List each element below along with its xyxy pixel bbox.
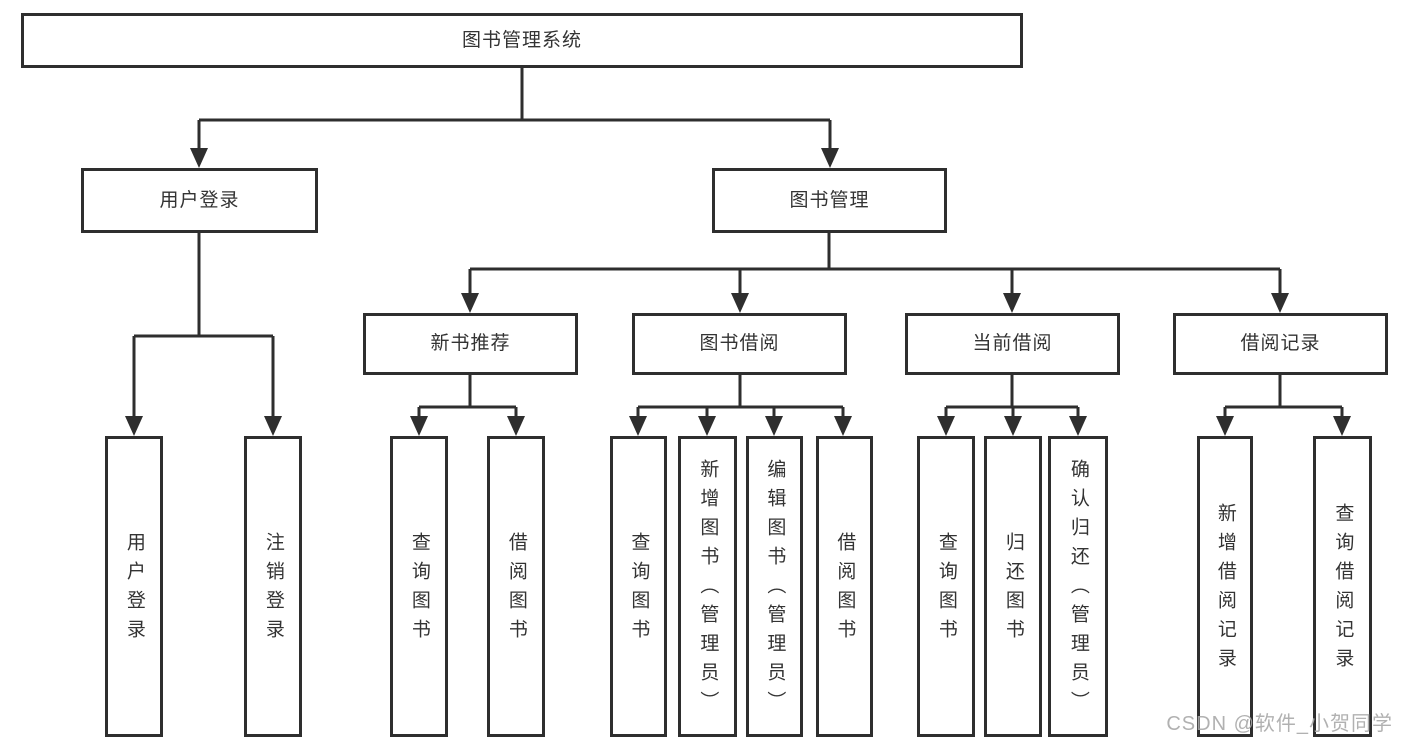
node-borrow-records: 借阅记录 <box>1173 313 1388 375</box>
arrowheads <box>125 148 1351 436</box>
node-current-borrow: 当前借阅 <box>905 313 1120 375</box>
connector-root <box>197 68 832 156</box>
leaf-edit-books-admin: 编辑图书（管理员） <box>746 436 803 737</box>
leaf-add-borrow-record: 新增借阅记录 <box>1197 436 1253 737</box>
connector-new-book <box>417 375 518 424</box>
leaf-query-borrow-record: 查询借阅记录 <box>1313 436 1372 737</box>
leaf-borrow-books-2: 借阅图书 <box>816 436 873 737</box>
node-new-book-recommend: 新书推荐 <box>363 313 578 375</box>
node-user-login: 用户登录 <box>81 168 318 233</box>
csdn-watermark: CSDN @软件_小贺同学 <box>1166 713 1393 735</box>
connector-user-login <box>132 233 275 424</box>
leaf-confirm-return-admin: 确认归还（管理员） <box>1048 436 1108 737</box>
connector-borrow-records <box>1223 375 1344 424</box>
node-book-management: 图书管理 <box>712 168 947 233</box>
leaf-query-books-2: 查询图书 <box>610 436 667 737</box>
leaf-query-books-3: 查询图书 <box>917 436 975 737</box>
connector-book-management <box>468 233 1282 301</box>
node-book-borrow: 图书借阅 <box>632 313 847 375</box>
leaf-add-books-admin: 新增图书（管理员） <box>678 436 737 737</box>
leaf-borrow-books: 借阅图书 <box>487 436 545 737</box>
leaf-logout: 注销登录 <box>244 436 302 737</box>
node-library-system: 图书管理系统 <box>21 13 1023 68</box>
connector-book-borrow <box>636 375 845 424</box>
leaf-query-books: 查询图书 <box>390 436 448 737</box>
leaf-return-books: 归还图书 <box>984 436 1042 737</box>
leaf-user-login: 用户登录 <box>105 436 163 737</box>
connector-current-borrow <box>944 375 1080 424</box>
